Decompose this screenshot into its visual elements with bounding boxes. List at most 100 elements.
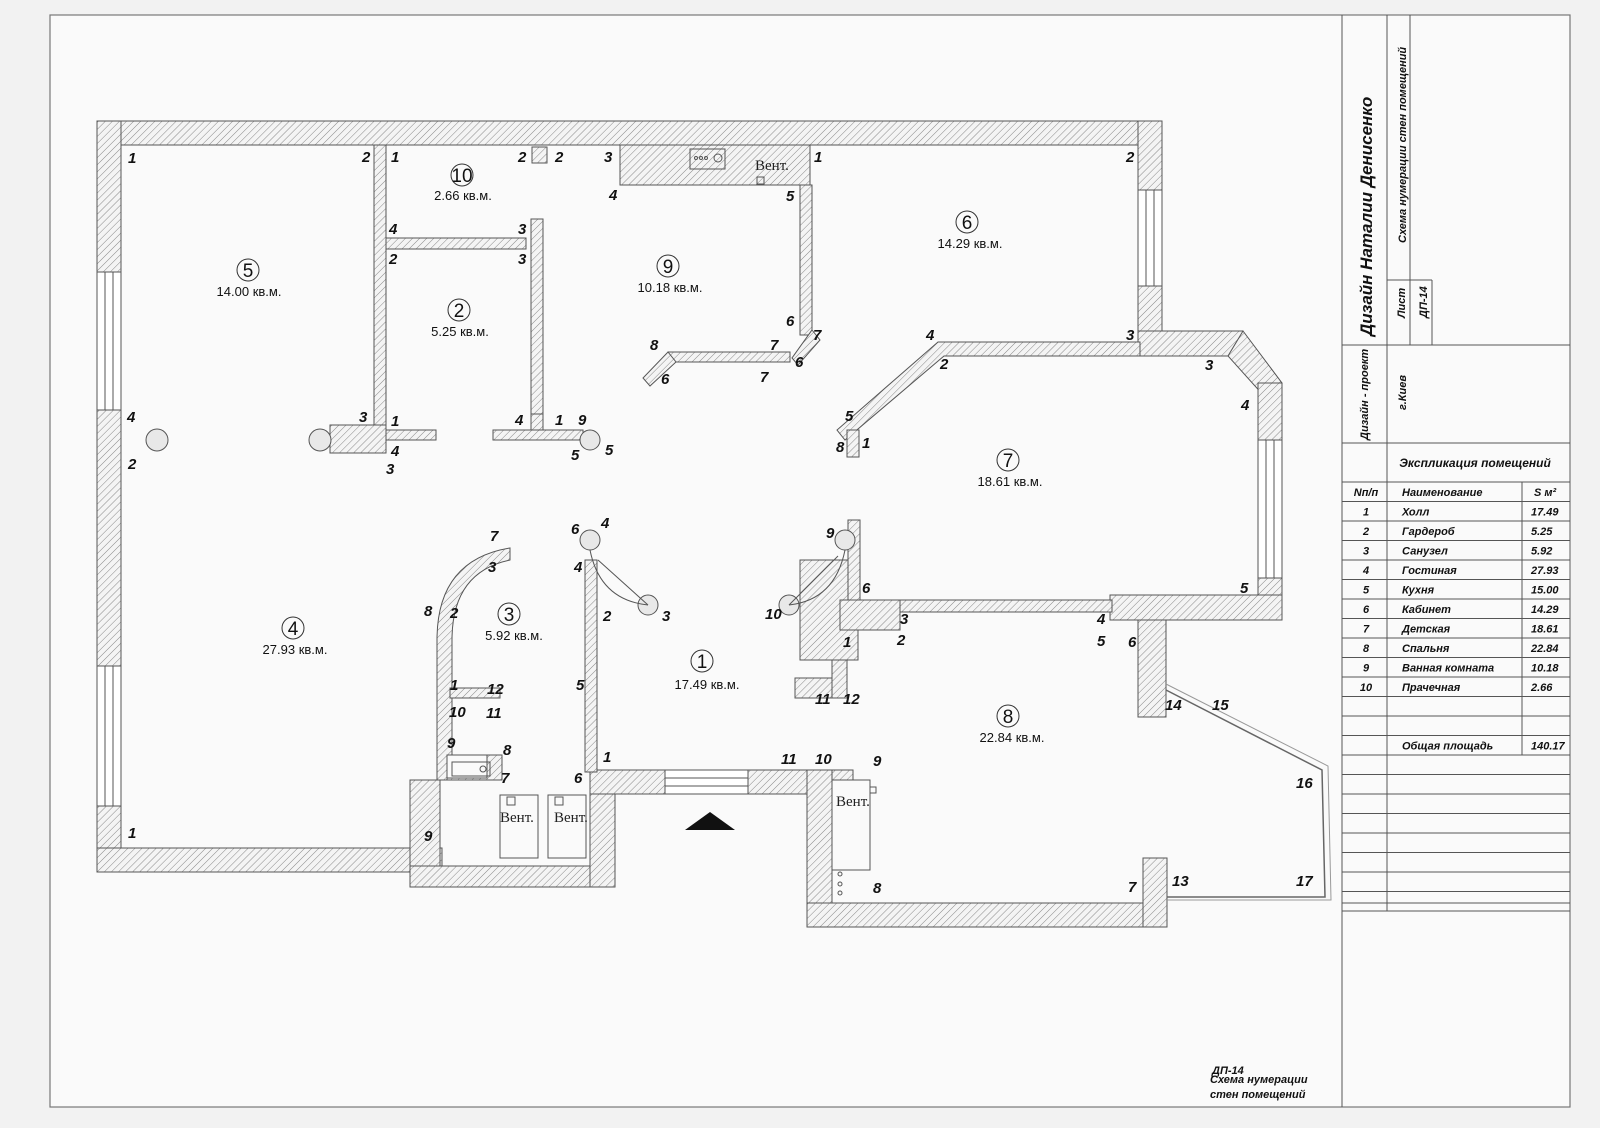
windows xyxy=(96,189,1283,807)
wall-number: 12 xyxy=(843,691,860,708)
table-cell-num: 8 xyxy=(1363,643,1370,655)
wall-number: 3 xyxy=(386,461,395,478)
wall-number: 7 xyxy=(813,327,822,344)
door-swings xyxy=(589,549,846,606)
explication-title: Экспликация помещений xyxy=(1399,456,1551,470)
vent-label: Вент. xyxy=(554,810,588,826)
room-1-label: 117.49 кв.м. xyxy=(675,649,739,692)
room-6-label: 614.29 кв.м. xyxy=(938,210,1003,251)
entrance-arrow-icon xyxy=(685,812,735,830)
wall-number: 11 xyxy=(486,705,502,722)
vent-label: Вент. xyxy=(755,158,789,174)
project-label: Дизайн - проект xyxy=(1359,349,1371,441)
wall-number: 1 xyxy=(391,413,399,430)
wall-number: 5 xyxy=(1097,633,1106,650)
wall-number: 11 xyxy=(781,751,797,768)
room-9-label: 9 10.18 кв.м. xyxy=(638,254,703,295)
wall-number: 1 xyxy=(128,825,136,842)
table-cell-name: Детская xyxy=(1401,624,1451,636)
total-area-value: 140.17 xyxy=(1531,741,1566,753)
wall-number: 4 xyxy=(573,559,583,576)
wall-number: 5 xyxy=(571,447,580,464)
wall-number: 3 xyxy=(359,409,368,426)
walls xyxy=(96,120,1283,928)
table-cell-num: 10 xyxy=(1360,682,1373,694)
wall-number: 8 xyxy=(650,337,659,354)
table-cell-area: 18.61 xyxy=(1531,624,1559,636)
wall-number: 8 xyxy=(873,880,882,897)
wall-number: 4 xyxy=(1240,397,1250,414)
table-cell-name: Прачечная xyxy=(1402,682,1461,694)
wall-number: 4 xyxy=(390,443,400,460)
wall-number: 9 xyxy=(663,257,674,278)
table-cell-area: 22.84 xyxy=(1530,643,1559,655)
wall-number: 4 xyxy=(608,187,618,204)
wall-number: 6 xyxy=(795,354,804,371)
wall-number: 4 xyxy=(288,619,299,640)
table-cell-num: 6 xyxy=(1363,604,1370,616)
wall-number: 6 xyxy=(574,770,583,787)
wall-number: 13 xyxy=(1172,873,1189,890)
table-cell-name: Санузел xyxy=(1402,546,1448,558)
wall-number: 1 xyxy=(391,149,399,166)
table-cell-area: 5.25 xyxy=(1531,526,1553,538)
wall-number: 14.29 кв.м. xyxy=(938,236,1003,251)
room-4-label: 427.93 кв.м. xyxy=(263,616,327,657)
title-block: Дизайн Наталии Денисенко Схема нумерации… xyxy=(1341,15,1570,1107)
table-cell-name: Кабинет xyxy=(1402,604,1451,616)
wall-number: 4 xyxy=(1096,611,1106,628)
wall-number: 5.92 кв.м. xyxy=(485,628,543,643)
wall-number: 3 xyxy=(900,611,909,628)
wall-number: 3 xyxy=(662,608,671,625)
wall-number: 8 xyxy=(503,742,512,759)
caption-code: ДП-14 xyxy=(1211,1065,1244,1077)
sheet-code: ДП-14 xyxy=(1418,286,1430,319)
table-cell-num: 9 xyxy=(1363,663,1370,675)
balcony-outline xyxy=(1165,689,1326,898)
table-cell-name: Гардероб xyxy=(1402,526,1456,538)
wall-number: 8 xyxy=(424,603,433,620)
wall-number: 3 xyxy=(504,605,515,626)
wall-number: 9 xyxy=(873,753,882,770)
wall-number: 10.18 кв.м. xyxy=(638,280,703,295)
table-cell-area: 15.00 xyxy=(1531,585,1559,597)
table-cell-area: 14.29 xyxy=(1531,604,1559,616)
wall-number: 4 xyxy=(514,412,524,429)
wall-number: 3 xyxy=(1126,327,1135,344)
wall-number: 2 xyxy=(517,149,527,166)
table-cell-area: 5.92 xyxy=(1531,546,1552,558)
wall-number: 1 xyxy=(128,150,136,167)
wall-number: 3 xyxy=(518,221,527,238)
wall-number: 1 xyxy=(843,634,851,651)
wall-number: 3 xyxy=(604,149,613,166)
wall-number: 7 xyxy=(501,770,510,787)
table-header-name: Наименование xyxy=(1402,487,1483,499)
wall-number: 8 xyxy=(836,439,845,456)
wall-number: 1 xyxy=(555,412,563,429)
wall-number: 9 xyxy=(578,412,587,429)
wall-number: 3 xyxy=(518,251,527,268)
table-cell-num: 2 xyxy=(1362,526,1369,538)
wall-number: 11 xyxy=(815,691,831,708)
fixtures xyxy=(451,148,877,896)
wall-number: 3 xyxy=(488,559,497,576)
wall-number: 2 xyxy=(939,356,949,373)
total-area-label: Общая площадь xyxy=(1402,741,1493,753)
wall-number: 7 xyxy=(1003,451,1014,472)
wall-number: 2 xyxy=(454,301,465,322)
wall-number: 8 xyxy=(1003,707,1014,728)
wall-number: 4 xyxy=(126,409,136,426)
balcony-outline-outer xyxy=(1165,683,1332,901)
table-cell-num: 5 xyxy=(1363,585,1370,597)
room-7-label: 7 18.61 кв.м. xyxy=(978,448,1043,489)
wall-number: 18.61 кв.м. xyxy=(978,474,1043,489)
table-cell-name: Кухня xyxy=(1402,585,1435,597)
sheet-label: Лист xyxy=(1396,288,1408,319)
wall-number: 22.84 кв.м. xyxy=(980,730,1045,745)
table-cell-num: 4 xyxy=(1362,565,1369,577)
wall-number: 2.66 кв.м. xyxy=(434,188,492,203)
wall-number: 5 xyxy=(1240,580,1249,597)
wall-number: 14 xyxy=(1165,697,1182,714)
vent-label: Вент. xyxy=(500,810,534,826)
